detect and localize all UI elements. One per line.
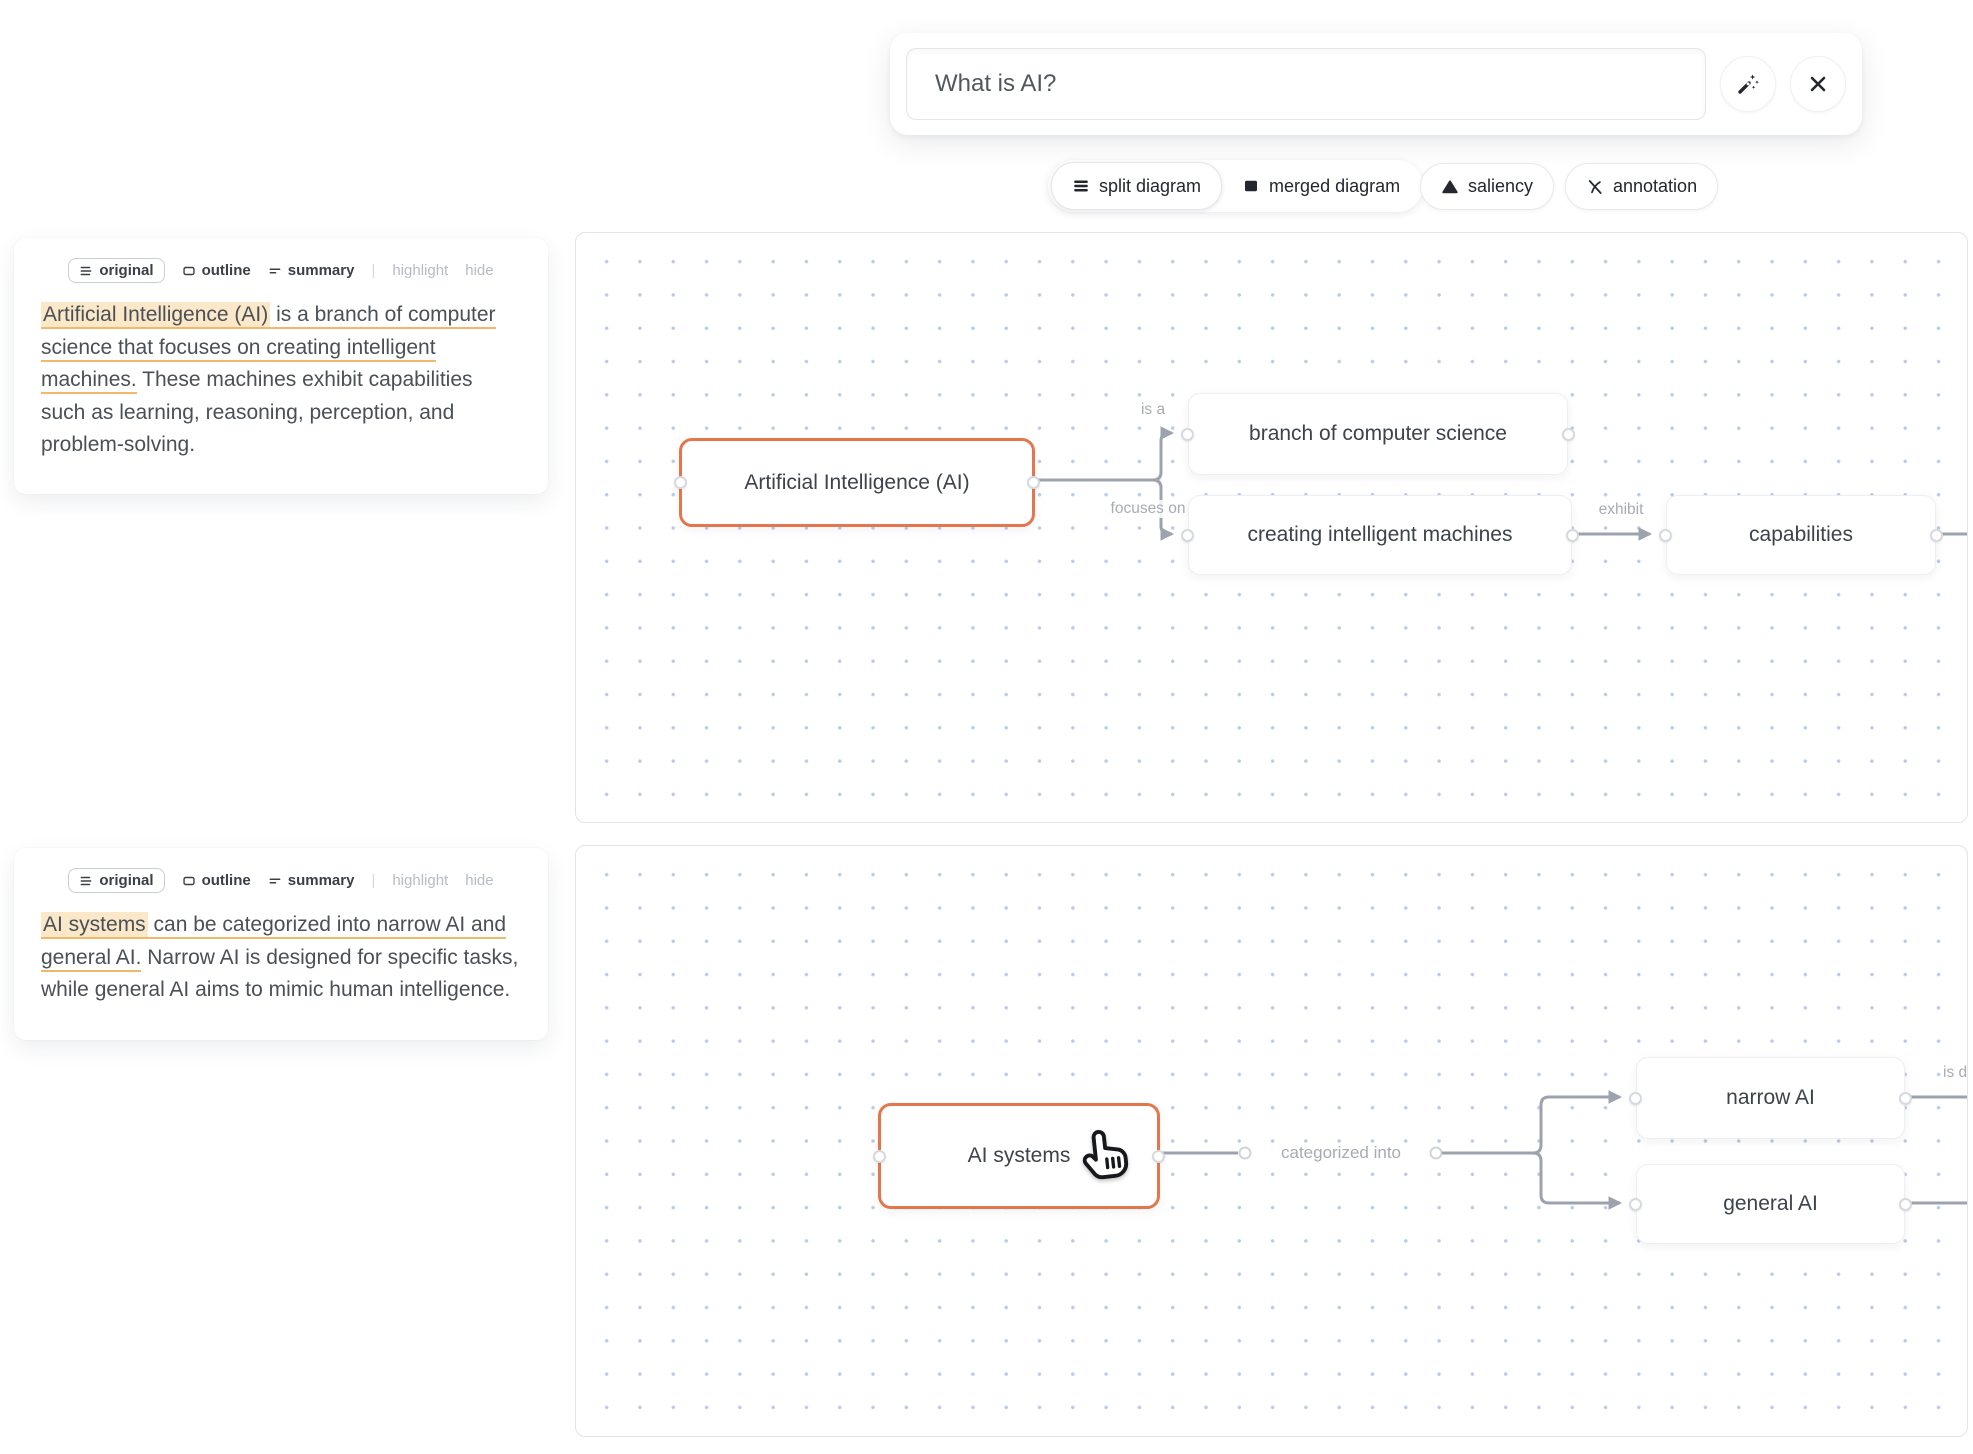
saliency-button[interactable]: saliency [1420, 163, 1555, 210]
node-artificial-intelligence[interactable]: Artificial Intelligence (AI) [674, 438, 1040, 527]
tab-outline-label: outline [201, 872, 251, 889]
node-narrow-ai[interactable]: narrow AI [1629, 1057, 1912, 1139]
tab-outline[interactable]: outline [182, 872, 251, 889]
summary-lines-icon [268, 874, 282, 888]
node-handle-right[interactable] [1562, 427, 1575, 441]
panel1-paragraph: Artificial Intelligence (AI) is a branch… [41, 299, 521, 462]
filled-square-icon [1242, 177, 1260, 195]
node-handle-left[interactable] [1181, 528, 1194, 542]
node-handle-left[interactable] [674, 476, 687, 489]
diagram-mode-toggle: split diagram merged diagram [1048, 160, 1424, 212]
tab-hide[interactable]: hide [465, 872, 493, 889]
node-branch-of-computer-science[interactable]: branch of computer science [1181, 393, 1575, 475]
tab-outline-label: outline [201, 262, 251, 279]
node-creating-intelligent-machines[interactable]: creating intelligent machines [1181, 495, 1579, 575]
tab-summary-label: summary [287, 262, 355, 279]
panel2-paragraph: AI systems can be categorized into narro… [41, 909, 521, 1007]
annotation-button[interactable]: annotation [1565, 163, 1719, 210]
node-handle-right[interactable] [1566, 528, 1579, 542]
merged-diagram-label: merged diagram [1269, 175, 1401, 196]
panel2-tabs: original outline summary | highlight hid… [41, 868, 521, 893]
hand-cursor-icon [1074, 1121, 1136, 1188]
tab-original-label: original [99, 262, 154, 279]
align-left-icon [79, 264, 93, 278]
diagram-canvas-2[interactable]: categorized into is de AI systems narrow… [575, 845, 1968, 1437]
tab-summary[interactable]: summary [268, 262, 355, 279]
highlighted-phrase: AI systems [41, 912, 148, 939]
node-handle-right[interactable] [1027, 476, 1040, 489]
tab-outline[interactable]: outline [182, 262, 251, 279]
rect-outline-icon [182, 874, 196, 888]
question-input[interactable] [906, 48, 1706, 120]
align-left-icon [79, 874, 93, 888]
source-text-panel-1: original outline summary | highlight hid… [14, 238, 548, 494]
underlined-phrase: is a branch of computer science that foc… [41, 303, 496, 394]
panel1-tabs: original outline summary | highlight hid… [41, 258, 521, 283]
rows-icon [1072, 177, 1090, 195]
edge-label-is-a: is a [1136, 401, 1170, 419]
node-handle-right[interactable] [1899, 1091, 1912, 1105]
tab-original[interactable]: original [68, 868, 165, 893]
edge-label-focuses-on: focuses on [1106, 500, 1190, 518]
magic-wand-icon [1736, 72, 1760, 96]
plain-text: These machines exhibit capabilities such… [41, 368, 473, 456]
tab-summary[interactable]: summary [268, 872, 355, 889]
node-handle-left[interactable] [1629, 1197, 1642, 1211]
tab-original[interactable]: original [68, 258, 165, 283]
split-diagram-button[interactable]: split diagram [1051, 162, 1223, 210]
close-icon [1807, 73, 1829, 95]
node-handle-right[interactable] [1899, 1197, 1912, 1211]
node-label: creating intelligent machines [1247, 523, 1513, 546]
merged-diagram-button[interactable]: merged diagram [1222, 163, 1420, 209]
node-handle-left[interactable] [873, 1149, 886, 1163]
edge-label-categorized-into: categorized into [1276, 1143, 1406, 1163]
tab-original-label: original [99, 872, 154, 889]
diagram2-edges [1161, 1090, 1967, 1210]
tab-highlight[interactable]: highlight [392, 262, 448, 279]
summary-lines-icon [268, 264, 282, 278]
tab-highlight-label: highlight [392, 872, 449, 889]
node-general-ai[interactable]: general AI [1629, 1164, 1912, 1244]
tab-highlight-label: highlight [392, 262, 449, 279]
node-handle-left[interactable] [1181, 427, 1194, 441]
annotation-label: annotation [1613, 176, 1698, 196]
tab-summary-label: summary [287, 872, 355, 889]
node-handle-right[interactable] [1152, 1149, 1165, 1163]
tab-hide-label: hide [465, 872, 494, 889]
node-label: AI systems [967, 1144, 1071, 1167]
highlighted-phrase: Artificial Intelligence (AI) [41, 302, 271, 329]
node-label: narrow AI [1726, 1086, 1815, 1109]
node-label: capabilities [1749, 523, 1853, 546]
tab-highlight[interactable]: highlight [392, 872, 448, 889]
magic-wand-button[interactable] [1720, 56, 1776, 112]
node-handle-right[interactable] [1930, 528, 1943, 542]
tab-separator: | [371, 262, 376, 279]
node-capabilities[interactable]: capabilities [1659, 495, 1943, 575]
split-diagram-label: split diagram [1099, 175, 1202, 196]
tab-separator: | [371, 872, 376, 889]
pen-slash-icon [1586, 178, 1604, 196]
tab-hide-label: hide [465, 262, 494, 279]
search-card [890, 33, 1862, 135]
rect-outline-icon [182, 264, 196, 278]
underlined-phrase: can be categorized into narrow AI and ge… [41, 913, 507, 972]
close-button[interactable] [1790, 56, 1846, 112]
edge-label-exhibit: exhibit [1594, 501, 1648, 519]
saliency-label: saliency [1468, 176, 1534, 196]
node-label: general AI [1723, 1192, 1818, 1215]
node-label: branch of computer science [1249, 422, 1507, 445]
edge-label-clipped: is de [1943, 1064, 1968, 1081]
plain-text: Narrow AI is designed for specific tasks… [41, 945, 519, 1002]
diagram-canvas-1[interactable]: is a focuses on exhibit Artificial Intel… [575, 232, 1968, 823]
node-label: Artificial Intelligence (AI) [744, 470, 970, 494]
node-handle-left[interactable] [1629, 1091, 1642, 1105]
node-handle-left[interactable] [1659, 528, 1672, 542]
source-text-panel-2: original outline summary | highlight hid… [14, 848, 548, 1040]
filled-triangle-icon [1441, 178, 1459, 196]
tab-hide[interactable]: hide [465, 262, 493, 279]
